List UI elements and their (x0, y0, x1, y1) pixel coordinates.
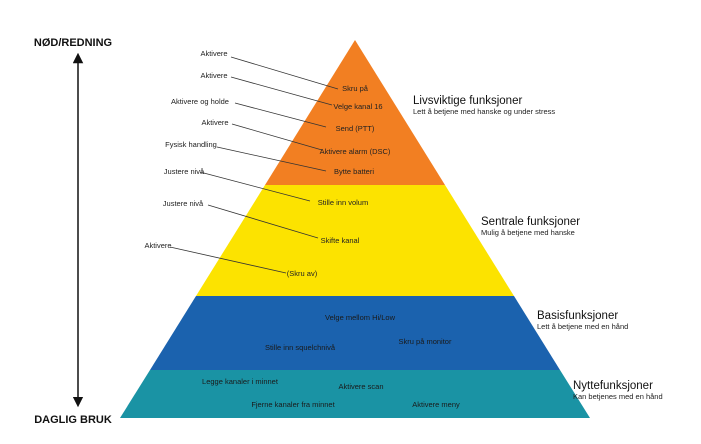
function-label: Aktivere alarm (DSC) (320, 147, 391, 156)
connector-line (234, 102, 327, 128)
function-label: Skru på (342, 84, 369, 93)
action-label: Fysisk handling (165, 140, 217, 149)
connector-line (169, 246, 287, 274)
connector-line (231, 123, 323, 151)
tier-central-band (196, 185, 514, 296)
tier-title: Basisfunksjoner (537, 310, 618, 322)
basis-function-label: Velge mellom Hi/Low (325, 313, 396, 322)
tier-subtitle: Lett å betjene med en hånd (537, 322, 628, 331)
action-label: Aktivere (200, 71, 227, 80)
tier-vital-band (265, 40, 445, 185)
connector-line (199, 171, 311, 202)
utility-function-label: Fjerne kanaler fra minnet (251, 400, 335, 409)
connector-line (216, 146, 327, 172)
action-label: Aktivere (144, 241, 171, 250)
tier-utility-band (120, 370, 590, 418)
function-label: Stille inn volum (318, 198, 368, 207)
tier-basic-band (150, 296, 560, 370)
tier-subtitle: Kan betjenes med en hånd (573, 392, 663, 401)
action-label: Justere nivå (163, 199, 204, 208)
action-label: Aktivere og holde (171, 97, 229, 106)
connector-line (230, 56, 339, 90)
function-label: Bytte batteri (334, 167, 374, 176)
function-label: Velge kanal 16 (333, 102, 382, 111)
tier-title: Livsviktige funksjoner (413, 95, 522, 107)
tier-subtitle: Mulig å betjene med hanske (481, 228, 575, 237)
tier-title: Nyttefunksjoner (573, 380, 653, 392)
axis-bottom-label: DAGLIG BRUK (34, 414, 112, 426)
action-label: Justere nivå (164, 167, 205, 176)
function-label: Skifte kanal (321, 236, 360, 245)
utility-function-label: Aktivere scan (338, 382, 383, 391)
axis-top-label: NØD/REDNING (34, 37, 112, 49)
connector-line (207, 204, 319, 239)
function-label: Send (PTT) (336, 124, 375, 133)
function-label: (Skru av) (287, 269, 318, 278)
action-label: Aktivere (200, 49, 227, 58)
connector-line (230, 76, 333, 106)
utility-function-label: Aktivere meny (412, 400, 460, 409)
basis-function-label: Stille inn squelchnivå (265, 343, 336, 352)
tier-title: Sentrale funksjoner (481, 216, 580, 228)
action-label: Aktivere (201, 118, 228, 127)
basis-function-label: Skru på monitor (399, 337, 452, 346)
utility-function-label: Legge kanaler i minnet (202, 377, 279, 386)
tier-subtitle: Lett å betjene med hanske og under stres… (413, 107, 555, 116)
